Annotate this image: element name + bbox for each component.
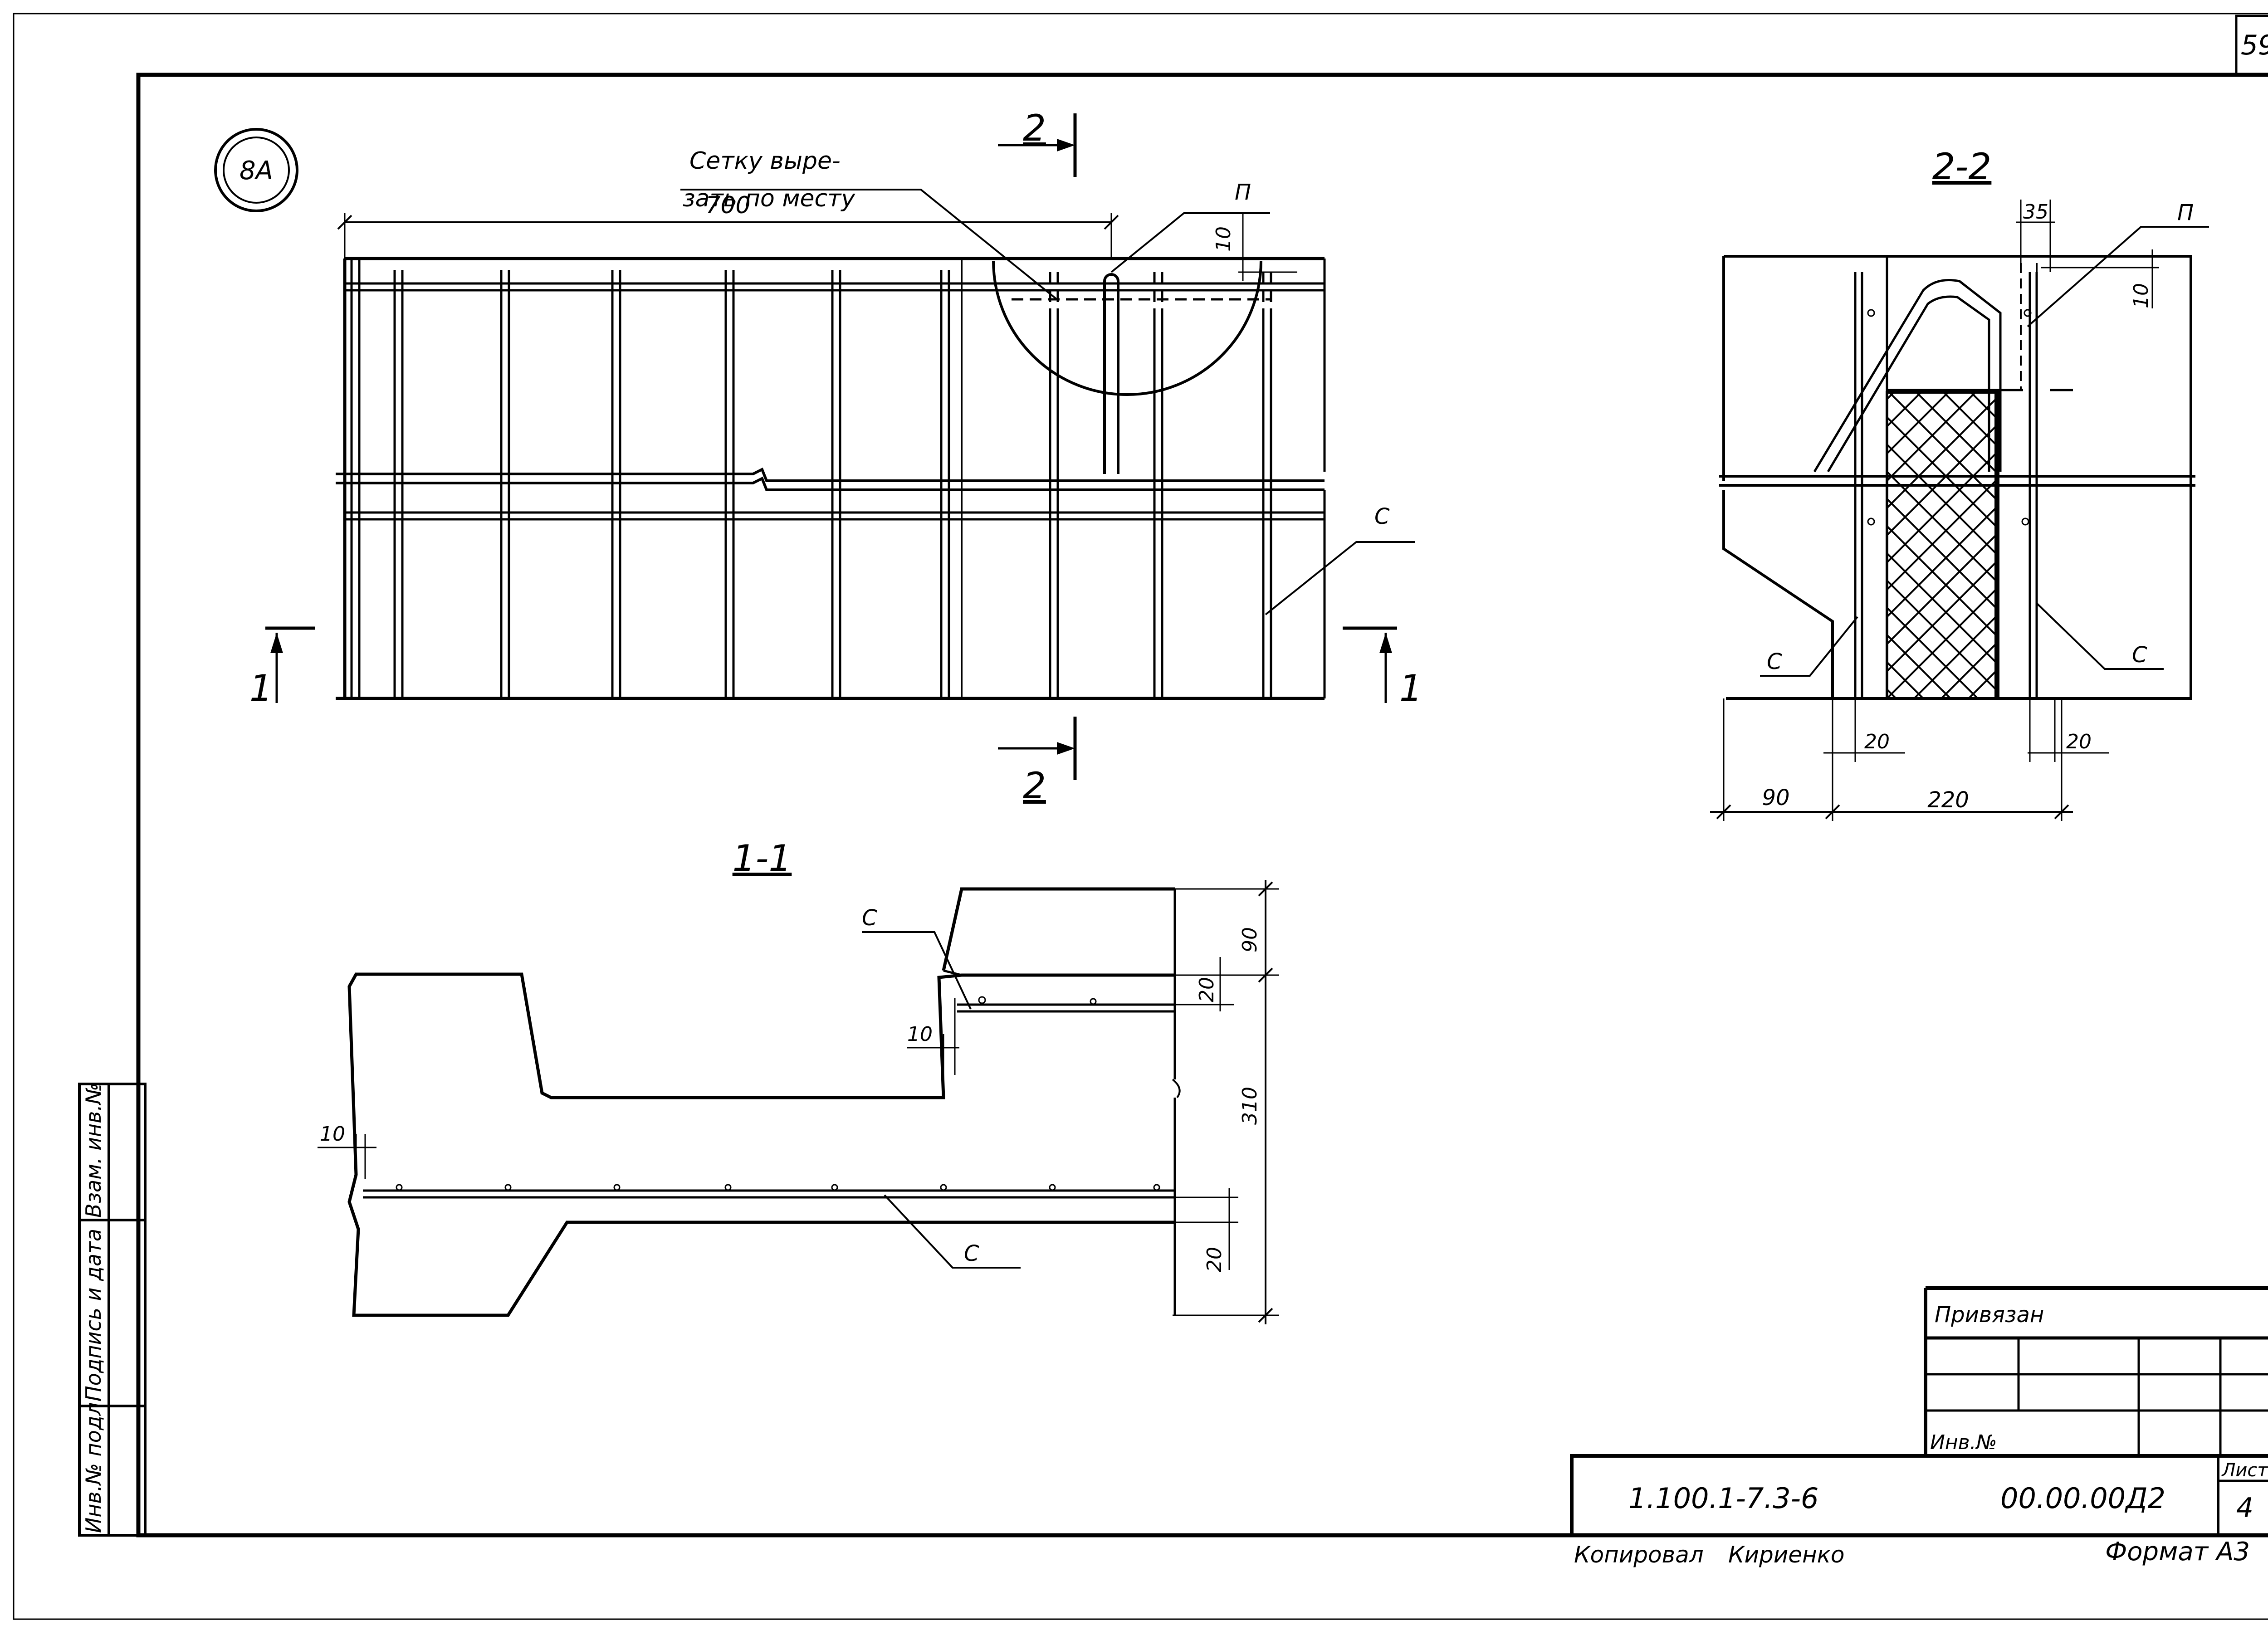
cut-1-left-label: 1: [249, 667, 273, 709]
title-block-list-label: Лист: [2221, 1460, 2268, 1481]
dim-plan-700: 700: [705, 192, 750, 219]
cut-2-top-label: 2: [1023, 107, 1046, 149]
title-block-format: Формат А3: [2105, 1537, 2250, 1567]
s22-mark-p: П: [2177, 200, 2194, 225]
page-number: 59: [2241, 29, 2268, 61]
cut-1-right-label: 1: [1399, 667, 1422, 709]
dim-s11-20-top: 20: [1195, 977, 1218, 1002]
title-block-copied-name: Кириенко: [1728, 1542, 1844, 1568]
title-block-doc-code: 1.100.1-7.3-6: [1628, 1482, 1818, 1515]
side-stamp-vzam-inv: Взам. инв.№: [81, 1083, 106, 1218]
dim-s11-90: 90: [1238, 927, 1261, 952]
title-block-copied-label: Копировал: [1574, 1542, 1704, 1568]
dim-s22-20-left: 20: [1864, 730, 1890, 753]
dim-s11-10-left: 10: [320, 1123, 345, 1146]
plan-mark-c: С: [1374, 504, 1390, 529]
plan-view: [265, 113, 1415, 780]
s11-mark-c-bottom: С: [964, 1241, 979, 1266]
title-block-list-no: 4: [2236, 1492, 2253, 1524]
detail-mark-label: 8A: [240, 156, 273, 186]
title-block-privyazan: Привязан: [1935, 1302, 2044, 1328]
s11-mark-c-top: С: [862, 905, 877, 931]
plan-mark-p: П: [1235, 180, 1251, 205]
title-block-drawing-no: 00.00.00Д2: [2000, 1482, 2165, 1515]
sheet-frames: [13, 13, 2268, 1620]
dim-s22-220: 220: [1927, 787, 1969, 813]
dim-s22-35: 35: [2023, 200, 2048, 224]
detail-mark: 8A: [214, 128, 298, 212]
dim-s22-90: 90: [1762, 785, 1789, 810]
section-1-1: [318, 880, 1279, 1324]
dim-s11-20-bottom: 20: [1203, 1247, 1226, 1272]
dim-s11-10-mid: 10: [907, 1023, 933, 1046]
title-block: [1570, 1286, 2268, 1537]
dim-s22-10: 10: [2130, 283, 2153, 308]
dim-s11-310: 310: [1238, 1087, 1261, 1125]
side-stamp-inv-podl: Инв.№ подл.: [81, 1396, 106, 1533]
section-1-1-title: 1-1: [733, 837, 792, 879]
side-stamp: [78, 1083, 147, 1537]
dim-s22-20-right: 20: [2066, 730, 2092, 753]
s22-mark-c-right: С: [2132, 642, 2147, 668]
note-line-2: зать по месту: [683, 185, 855, 212]
section-2-2-title: 2-2: [1932, 146, 1992, 188]
section-2-2: [1710, 200, 2209, 821]
title-block-inv-no: Инв.№: [1930, 1431, 1997, 1454]
note-line-1: Сетку выре-: [689, 147, 841, 175]
side-stamp-sign-date: Подпись и дата: [81, 1229, 106, 1401]
s22-mark-c-left: С: [1767, 649, 1782, 674]
dim-plan-10: 10: [1212, 226, 1235, 252]
cut-2-bottom-label: 2: [1023, 765, 1046, 807]
